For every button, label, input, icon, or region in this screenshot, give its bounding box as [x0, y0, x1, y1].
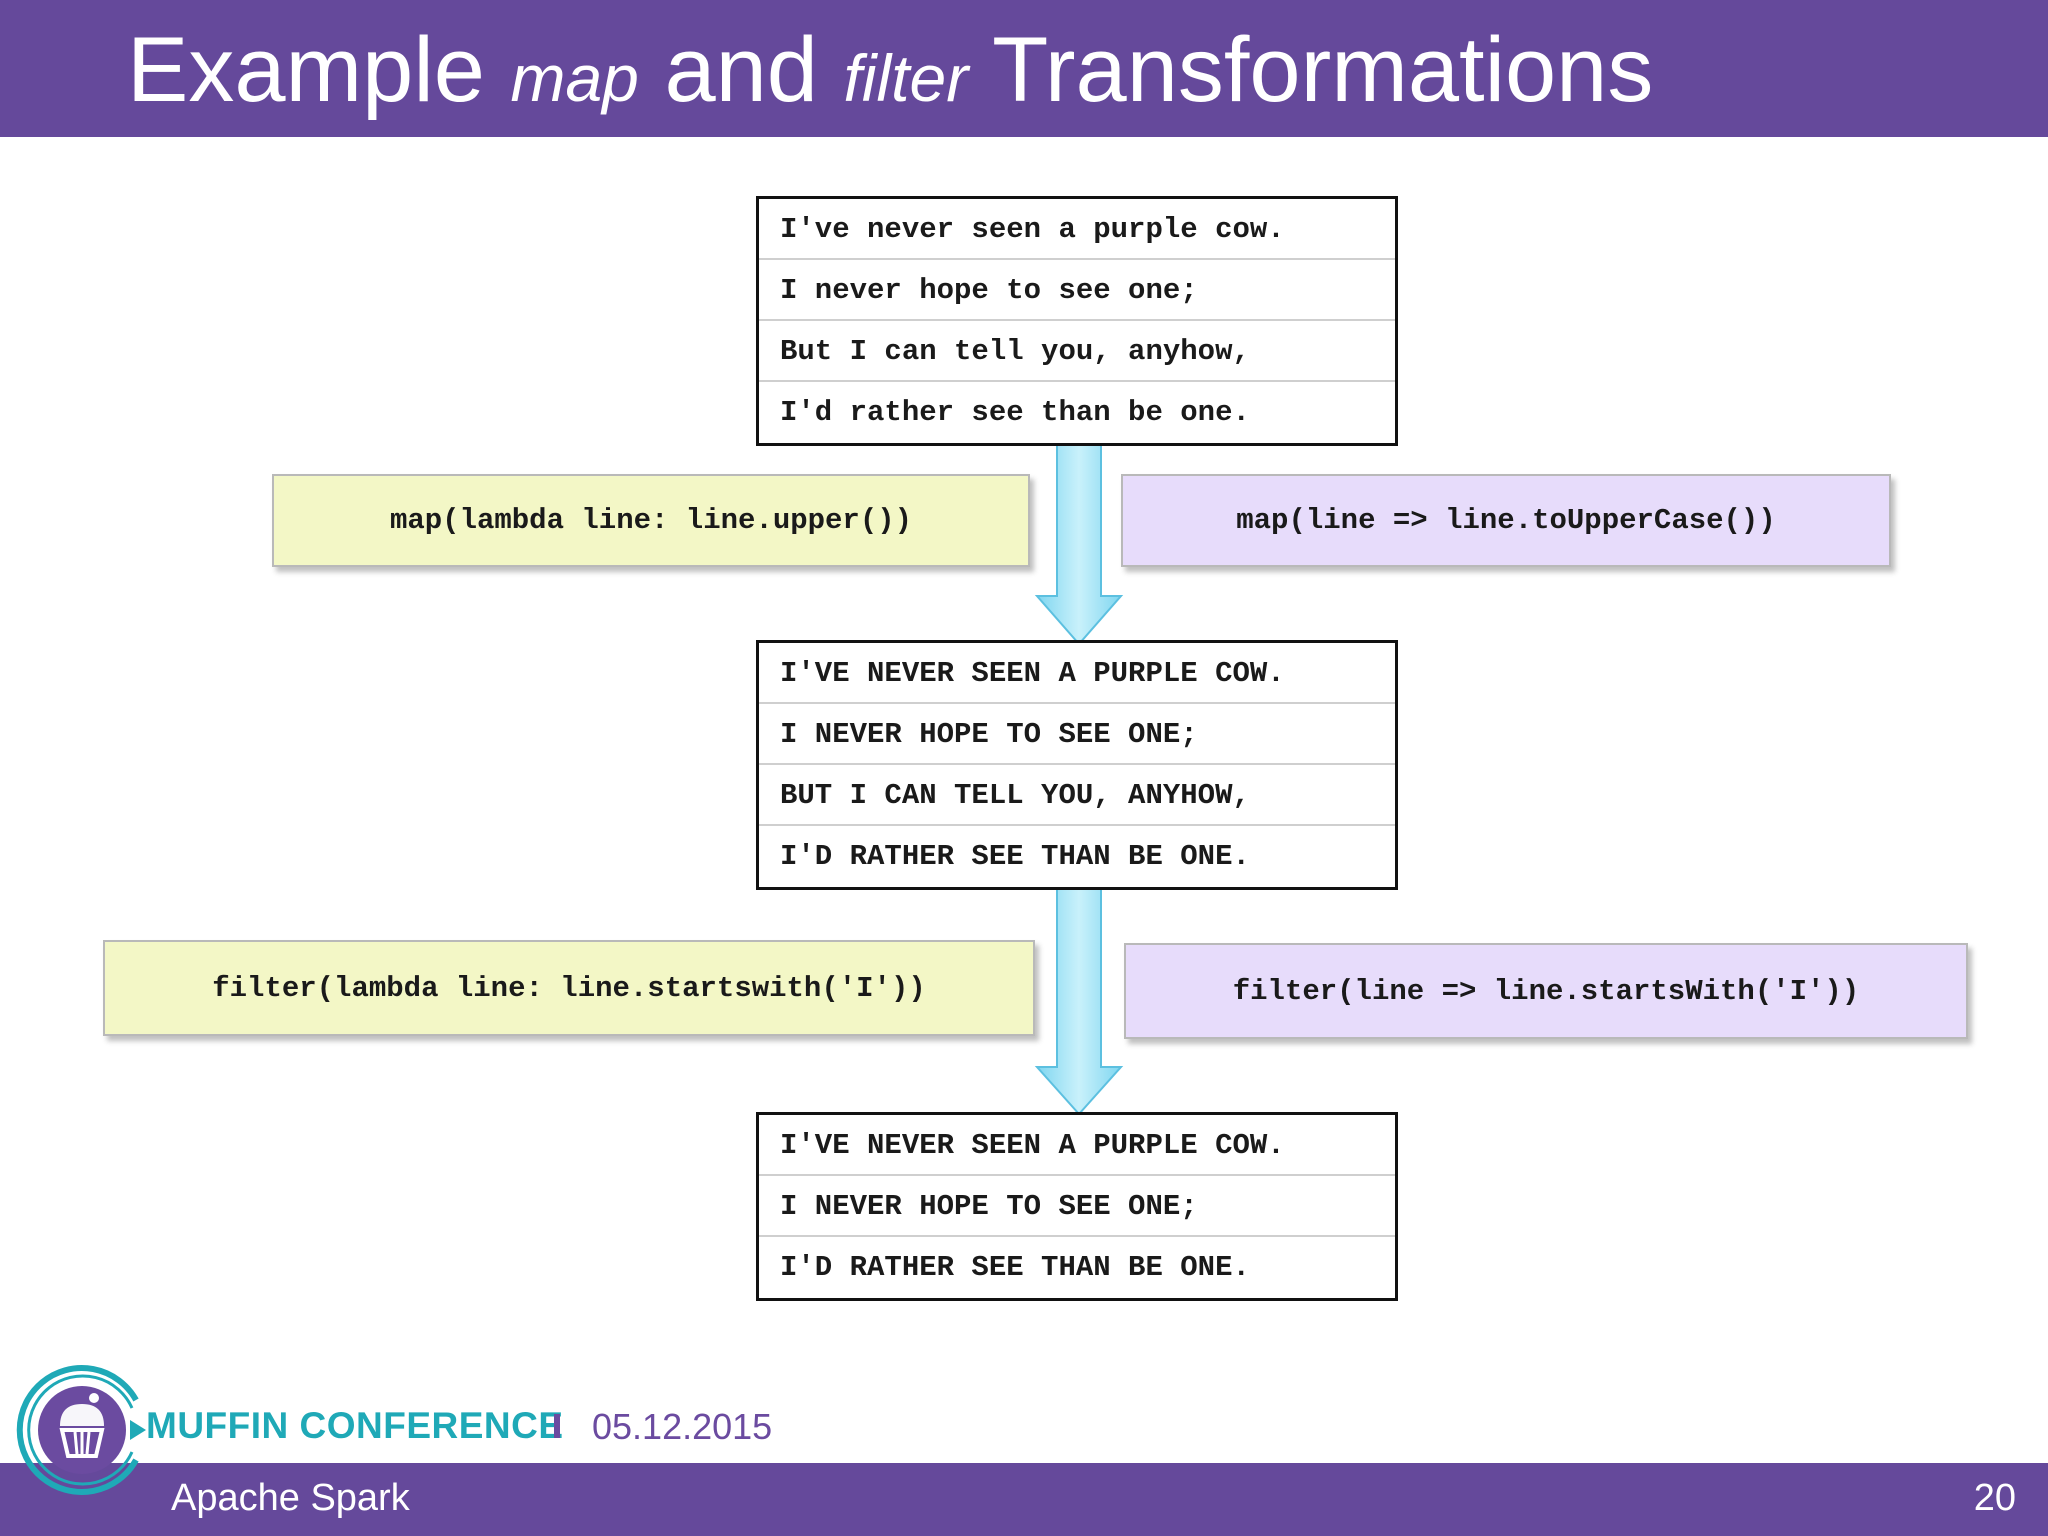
- map-python-code: map(lambda line: line.upper()): [272, 474, 1030, 567]
- list-item: I'D RATHER SEE THAN BE ONE.: [780, 840, 1250, 873]
- filter-python-code: filter(lambda line: line.startswith('I')…: [103, 940, 1035, 1036]
- list-item: BUT I CAN TELL YOU, ANYHOW,: [759, 765, 1395, 826]
- list-item: I've never seen a purple cow.: [759, 199, 1395, 260]
- mapped-lines-box: I'VE NEVER SEEN A PURPLE COW. I NEVER HO…: [756, 640, 1398, 890]
- muffin-logo-icon: [16, 1365, 146, 1495]
- down-arrow-icon: [1034, 885, 1124, 1115]
- list-item: I'VE NEVER SEEN A PURPLE COW.: [759, 1115, 1395, 1176]
- list-item: I NEVER HOPE TO SEE ONE;: [759, 1176, 1395, 1237]
- footer-bar: [0, 1463, 2048, 1536]
- filter-scala-code: filter(line => line.startsWith('I')): [1124, 943, 1968, 1039]
- slide-title: Example map and filter Transformations: [127, 19, 1654, 121]
- list-item: I'VE NEVER SEEN A PURPLE COW.: [759, 643, 1395, 704]
- input-lines-box: I've never seen a purple cow. I never ho…: [756, 196, 1398, 446]
- list-item: I'd rather see than be one.: [780, 396, 1250, 429]
- divider: [554, 1414, 560, 1438]
- conference-name: MUFFIN CONFERENCE: [146, 1405, 564, 1446]
- title-bar: [0, 0, 2048, 137]
- down-arrow-icon: [1034, 440, 1124, 645]
- list-item: I never hope to see one;: [759, 260, 1395, 321]
- list-item: I'D RATHER SEE THAN BE ONE.: [780, 1251, 1250, 1284]
- page-number: 20: [1973, 1477, 2016, 1519]
- filtered-lines-box: I'VE NEVER SEEN A PURPLE COW. I NEVER HO…: [756, 1112, 1398, 1301]
- list-item: I NEVER HOPE TO SEE ONE;: [759, 704, 1395, 765]
- footer-title: Apache Spark: [171, 1477, 410, 1519]
- map-scala-code: map(line => line.toUpperCase()): [1121, 474, 1891, 567]
- conference-date: 05.12.2015: [592, 1406, 773, 1447]
- list-item: But I can tell you, anyhow,: [759, 321, 1395, 382]
